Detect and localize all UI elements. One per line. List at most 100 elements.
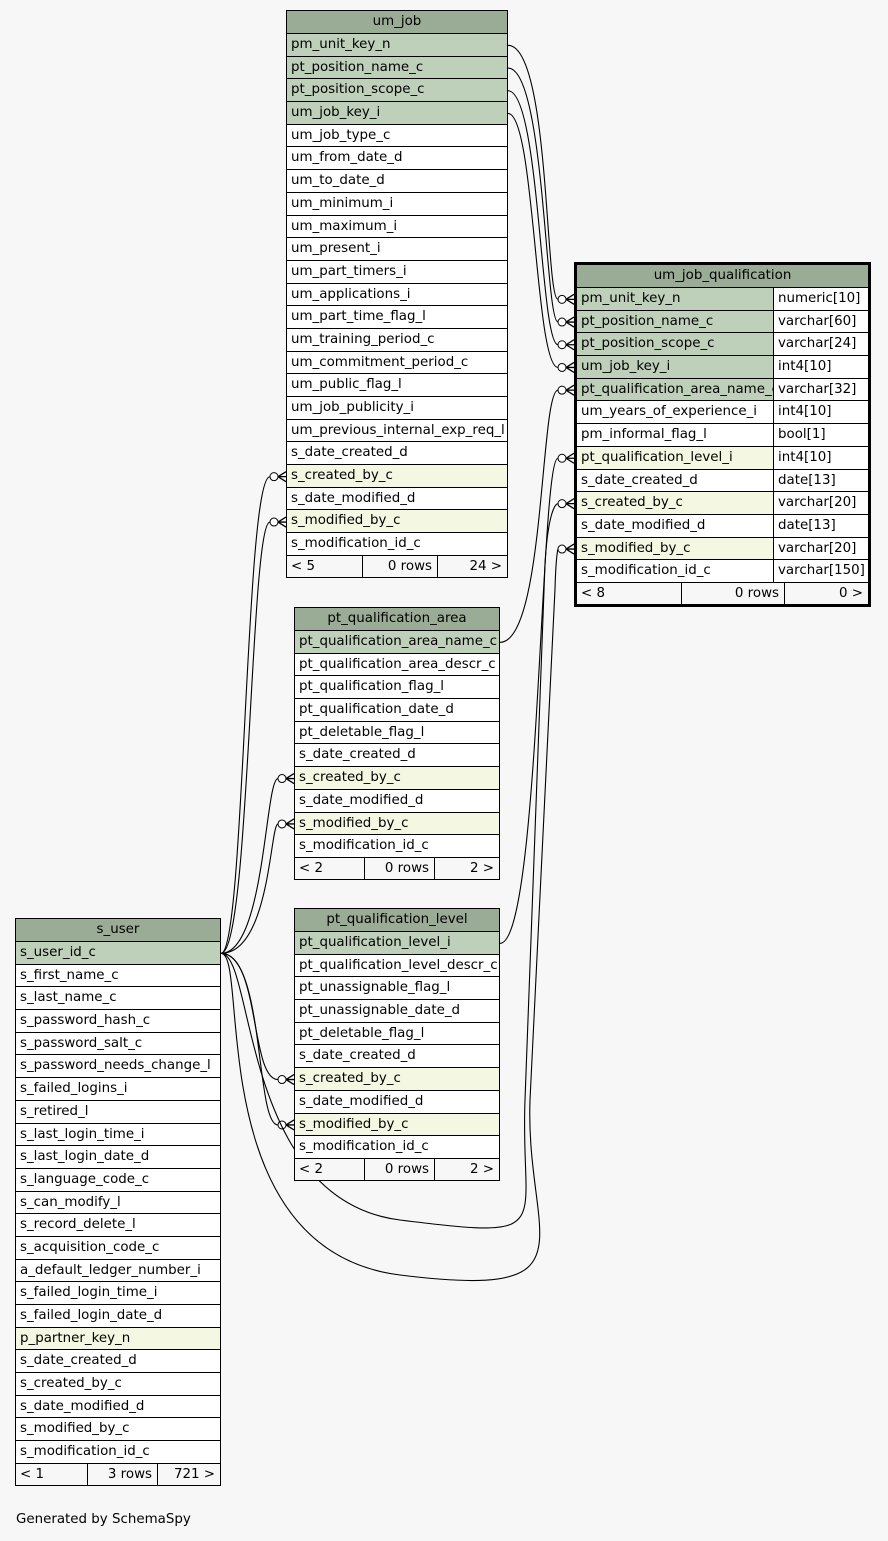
children-link[interactable]: 0 >: [839, 585, 863, 601]
column-row[interactable]: s_modified_by_c: [16, 1418, 220, 1442]
column-row[interactable]: pt_position_scope_c: [287, 79, 507, 103]
column-row[interactable]: um_job_key_i: [287, 102, 507, 125]
column-row[interactable]: s_date_modified_d: [295, 790, 499, 813]
column-row[interactable]: s_user_id_c: [16, 942, 220, 965]
column-row[interactable]: um_commitment_period_c: [287, 352, 507, 375]
column-row[interactable]: s_first_name_c: [16, 965, 220, 988]
column-row[interactable]: pt_qualification_area_descr_c: [295, 654, 499, 677]
column-row[interactable]: pt_qualification_area_name_c: [295, 631, 499, 654]
column-row[interactable]: a_default_ledger_number_i: [16, 1260, 220, 1283]
column-row[interactable]: s_retired_l: [16, 1101, 220, 1124]
column-row[interactable]: s_modified_by_c: [295, 812, 499, 836]
column-row[interactable]: s_password_hash_c: [16, 1010, 220, 1033]
children-link[interactable]: 24 >: [469, 558, 502, 574]
column-name: s_date_created_d: [20, 1353, 137, 1369]
column-row[interactable]: p_partner_key_n: [16, 1327, 220, 1351]
column-row[interactable]: pt_deletable_flag_l: [295, 722, 499, 745]
column-row[interactable]: um_minimum_i: [287, 193, 507, 216]
column-row[interactable]: s_created_by_c: [295, 1068, 499, 1091]
column-row[interactable]: pt_qualification_level_i: [295, 932, 499, 955]
column-row[interactable]: s_last_login_time_i: [16, 1124, 220, 1147]
parents-link[interactable]: < 2: [295, 1158, 365, 1180]
column-row[interactable]: s_record_delete_l: [16, 1214, 220, 1237]
column-row[interactable]: s_date_modified_d: [295, 1091, 499, 1114]
column-row[interactable]: s_modification_id_c: [295, 1136, 499, 1159]
parents-link[interactable]: < 5: [287, 555, 363, 577]
children-link[interactable]: 2 >: [470, 1161, 494, 1177]
column-row[interactable]: pt_qualification_date_d: [295, 699, 499, 722]
children-link[interactable]: 2 >: [470, 860, 494, 876]
column-row[interactable]: s_modified_by_c: [287, 510, 507, 534]
column-row[interactable]: s_modification_id_c: [16, 1441, 220, 1464]
column-row[interactable]: s_date_modified_d: [287, 488, 507, 511]
column-row[interactable]: s_modification_id_c: [287, 533, 507, 556]
column-row[interactable]: s_date_created_d: [16, 1350, 220, 1374]
column-row[interactable]: s_last_login_date_d: [16, 1146, 220, 1169]
children-link[interactable]: 721 >: [173, 1466, 215, 1482]
column-row[interactable]: um_applications_i: [287, 284, 507, 307]
column-row[interactable]: um_job_type_c: [287, 125, 507, 148]
table-title[interactable]: pt_qualification_level: [295, 909, 499, 932]
parents-link[interactable]: < 2: [295, 857, 365, 879]
column-row[interactable]: pt_position_name_c: [287, 56, 507, 80]
column-row[interactable]: s_created_by_c: [287, 465, 507, 488]
column-row[interactable]: s_language_code_c: [16, 1169, 220, 1192]
column-row[interactable]: s_date_created_d: [287, 442, 507, 466]
column-row[interactable]: s_modified_by_c: [295, 1113, 499, 1137]
column-row[interactable]: s_failed_login_time_i: [16, 1282, 220, 1305]
column-row[interactable]: um_part_timers_i: [287, 261, 507, 284]
table-title[interactable]: um_job: [287, 11, 507, 34]
column-row[interactable]: pt_unassignable_date_d: [295, 1000, 499, 1023]
column-row[interactable]: s_date_modified_d: [16, 1396, 220, 1419]
column-row[interactable]: s_password_needs_change_l: [16, 1055, 220, 1079]
column-row[interactable]: s_acquisition_code_c: [16, 1237, 220, 1260]
column-row[interactable]: um_present_i: [287, 238, 507, 261]
column-row[interactable]: um_part_time_flag_l: [287, 306, 507, 329]
column-row[interactable]: s_last_name_c: [16, 987, 220, 1011]
column-row[interactable]: s_created_by_c: [295, 767, 499, 790]
column-row[interactable]: pt_qualification_flag_l: [295, 676, 499, 700]
parents-link[interactable]: < 8: [577, 582, 682, 604]
column-row[interactable]: um_job_publicity_i: [287, 397, 507, 420]
column-row[interactable]: s_date_created_d: [295, 744, 499, 768]
parents-link[interactable]: < 1: [16, 1463, 88, 1485]
column-row[interactable]: um_previous_internal_exp_req_l: [287, 420, 507, 443]
column-row[interactable]: pt_deletable_flag_l: [295, 1023, 499, 1046]
column-row[interactable]: um_training_period_c: [287, 329, 507, 352]
column-row[interactable]: s_password_salt_c: [16, 1033, 220, 1056]
column-row[interactable]: um_public_flag_l: [287, 374, 507, 397]
column-row[interactable]: s_can_modify_l: [16, 1192, 220, 1215]
column-row[interactable]: pt_unassignable_flag_l: [295, 977, 499, 1001]
column-row[interactable]: um_from_date_d: [287, 147, 507, 171]
column-row[interactable]: um_to_date_d: [287, 170, 507, 193]
column-row[interactable]: s_failed_login_date_d: [16, 1305, 220, 1328]
column-row[interactable]: s_failed_logins_i: [16, 1078, 220, 1101]
table-title[interactable]: um_job_qualification: [577, 265, 868, 288]
column-row[interactable]: s_created_by_c: [16, 1373, 220, 1396]
column-row[interactable]: s_date_created_d: [295, 1045, 499, 1069]
column-row[interactable]: pt_qualification_level_descr_c: [295, 955, 499, 978]
column-row[interactable]: s_modification_id_c: [295, 835, 499, 858]
table-title[interactable]: pt_qualification_area: [295, 608, 499, 631]
column-row[interactable]: um_maximum_i: [287, 216, 507, 239]
table-title[interactable]: s_user: [16, 919, 220, 942]
column-row[interactable]: pm_unit_key_n: [287, 34, 507, 57]
